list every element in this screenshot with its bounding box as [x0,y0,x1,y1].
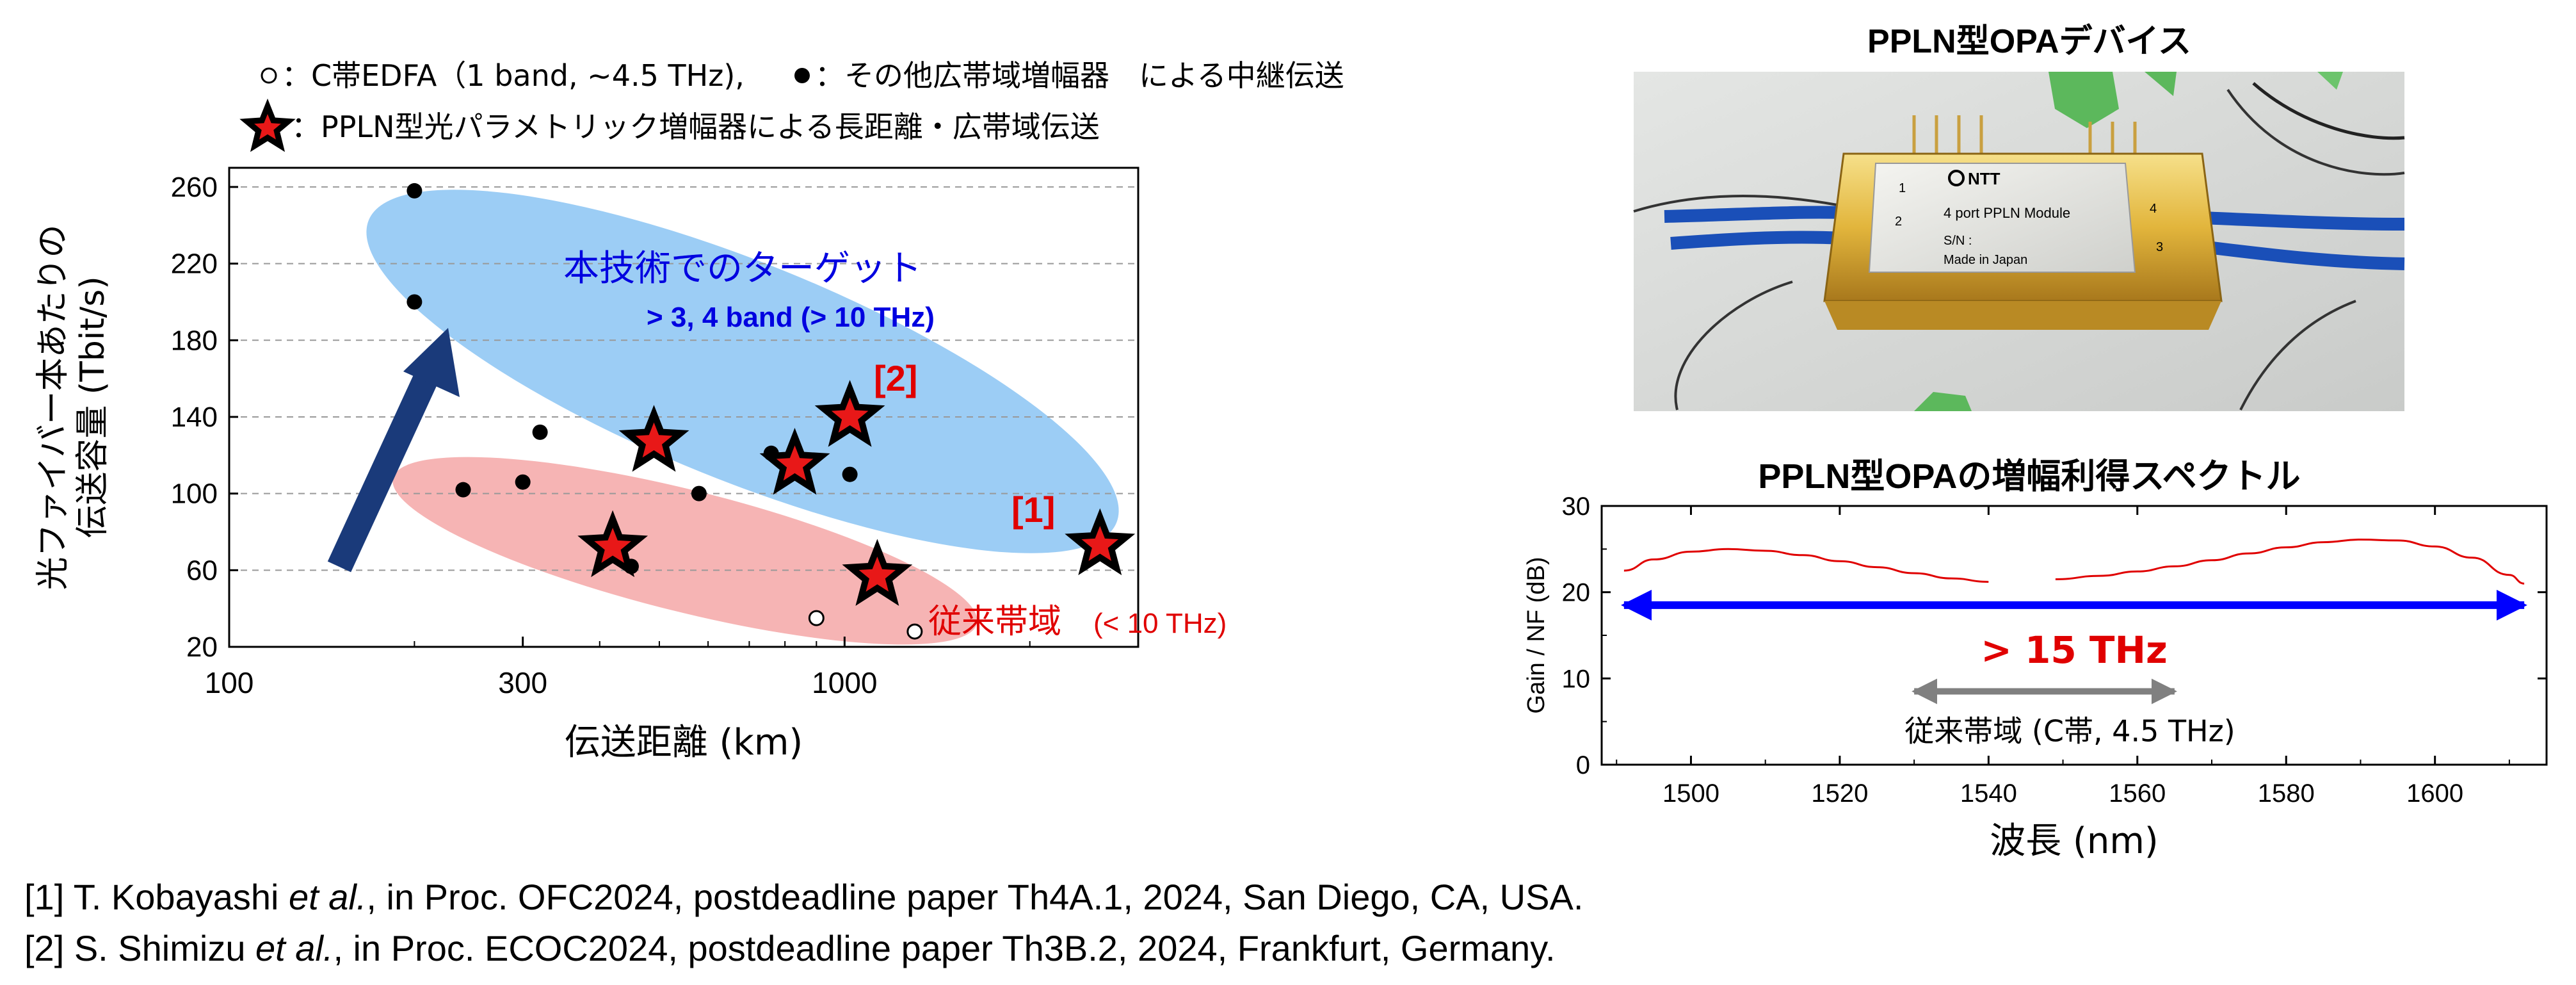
green-clip-shape [2317,72,2343,90]
reference-1: [1] T. Kobayashi et al., in Proc. OFC202… [24,876,1583,918]
scatter-y-tick-label: 100 [171,478,218,510]
scatter-y-tick-label: 60 [186,555,218,586]
gain-x-axis-label: 波長 (nm) [1990,820,2159,862]
reference-2-pre: [2] S. Shimizu [24,928,256,968]
scatter-y-tick-label: 180 [171,325,218,356]
legend-open-circle-label: ：C帯EDFA（1 band, ~4.5 THz), [282,58,745,93]
port-label: 2 [1895,215,1902,229]
data-point-star [577,510,648,578]
scatter-x-axis-label: 伝送距離 (km) [565,722,803,763]
port-label: 1 [1899,181,1906,195]
data-point-star [618,405,689,472]
device-photo-panel: PPLN型OPAデバイス [1633,23,2405,411]
reference-2-post: , in Proc. ECOC2024, postdeadline paper … [333,928,1556,968]
module-brand: NTT [1968,169,2000,188]
gain-curves [1623,538,2525,585]
data-point-dot [455,482,471,498]
target-subtitle: > 3, 4 band (> 10 THz) [647,302,935,333]
wide-band-label: > 15 THz [1981,628,2168,672]
scatter-y-tick-label: 20 [186,631,218,663]
growth-arrow-shaft [327,359,444,573]
module-name: 4 port PPLN Module [1944,205,2070,221]
gain-spectrum-chart: PPLN型OPAの増幅利得スペクトル 0 10 20 30 1500 1520 1540 15… [1523,457,2548,862]
port-label: 4 [2150,202,2157,216]
target-region [366,190,1119,553]
scatter-points [407,183,1136,640]
photo-title: PPLN型OPAデバイス [1867,23,2191,60]
data-point-open-circle [906,623,923,640]
data-point-dot [407,183,423,199]
legend-filled-dot-marker [794,68,810,83]
conventional-region [392,457,978,645]
scatter-x-tick-label: 100 [205,666,254,699]
reference-1-etal: et al. [289,877,367,917]
gain-curve-segment [1623,548,1989,583]
scatter-ticks: 20 60 100 140 180 220 260 100 300 1000 [171,172,1031,699]
reference-2-etal: et al. [255,928,334,968]
gain-y-tick-label: 0 [1576,751,1590,779]
gain-y-tick-label: 10 [1562,665,1591,693]
green-clip-shape [1914,392,1972,411]
data-point-star [842,539,913,606]
legend-filled-dot-label: ：その他広帯域増幅器 による中継伝送 [815,58,1344,93]
reference-1-pre: [1] T. Kobayashi [24,877,289,917]
data-point-dot [691,485,707,501]
scatter-y-tick-label: 220 [171,248,218,280]
scatter-x-tick-label: 1000 [812,666,877,699]
data-point-star [1065,508,1136,576]
legend-star-marker [239,98,296,152]
module-made: Made in Japan [1944,253,2027,267]
ref-label-2: [2] [874,358,917,398]
data-point-dot [532,424,548,440]
gain-x-tick-label: 1520 [1811,779,1868,808]
data-point-open-circle [808,610,825,626]
conventional-subtitle: (< 10 THz) [1093,608,1227,639]
scatter-chart: 20 60 100 140 180 220 260 100 300 1000 本技術でのターゲット… [34,167,1227,763]
ref-label-1: [1] [1011,489,1055,530]
data-point-star [814,380,885,447]
scatter-y-tick-label: 140 [171,402,218,433]
data-point-star [759,428,830,495]
scatter-plot-frame [228,167,1139,648]
gain-x-tick-label: 1600 [2406,779,2463,808]
data-point-dot [407,294,423,310]
gain-chart-title: PPLN型OPAの増幅利得スペクトル [1758,457,2300,496]
gain-x-tick-label: 1580 [2258,779,2315,808]
module-sn: S/N : [1944,234,1972,248]
gain-x-tick-label: 1540 [1960,779,2017,808]
green-clip-shape [2049,72,2119,128]
scatter-grid [229,186,1138,571]
scatter-y-axis-label-line1: 光ファイバー本あたりの [34,225,72,590]
c-band-label: 従来帯域 (C帯, 4.5 THz) [1904,714,2235,749]
scatter-y-axis-label-line2: 伝送容量 (Tbit/s) [74,276,112,538]
data-point-dot [842,466,858,482]
gain-curve-segment [2055,538,2525,585]
gain-y-tick-label: 30 [1562,492,1591,521]
scatter-y-tick-label: 260 [171,172,218,203]
gain-y-axis-label: Gain / NF (dB) [1523,557,1550,714]
ntt-logo-icon [1948,170,1965,186]
conventional-title: 従来帯域 [928,603,1061,641]
gain-y-tick-label: 20 [1562,579,1591,607]
device-photo: NTT 4 port PPLN Module S/N : Made in Jap… [1633,72,2405,411]
reference-2: [2] S. Shimizu et al., in Proc. ECOC2024… [24,927,1556,969]
gain-x-tick-label: 1560 [2109,779,2166,808]
green-clip-shape [2145,72,2177,96]
legend-open-circle-marker [261,67,277,84]
growth-arrow-head [403,328,460,397]
legend: ：C帯EDFA（1 band, ~4.5 THz), ：その他広帯域増幅器 によ… [239,58,1344,152]
reference-1-post: , in Proc. OFC2024, postdeadline paper T… [366,877,1584,917]
gain-bands: > 15 THz 従来帯域 (C帯, 4.5 THz) [1621,589,2527,749]
gain-x-tick-label: 1500 [1662,779,1719,808]
port-label: 3 [2156,240,2163,254]
target-title: 本技術でのターゲット [563,248,922,289]
legend-star-label: ：PPLN型光パラメトリック増幅器による長距離・広帯域伝送 [291,110,1100,144]
gain-ticks: 0 10 20 30 1500 1520 1540 1560 1580 1600 [1562,492,2547,808]
scatter-x-tick-label: 300 [498,666,547,699]
data-point-dot [515,474,531,490]
